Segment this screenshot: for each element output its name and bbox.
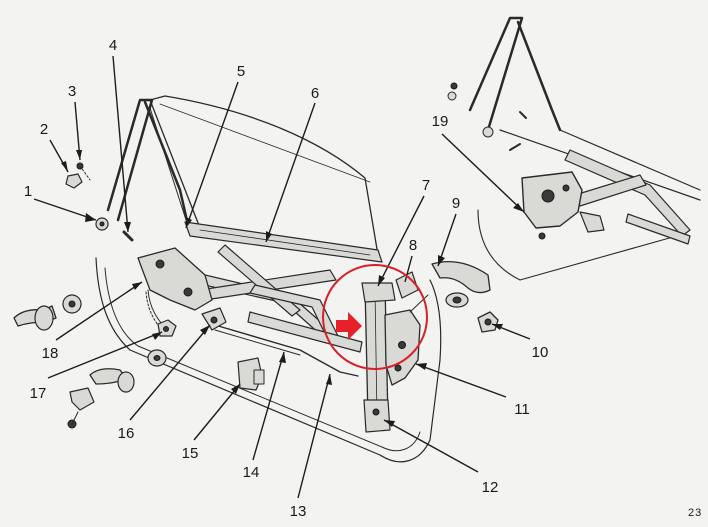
callout-10: 10 bbox=[532, 344, 549, 361]
lock-handle-bezel bbox=[117, 371, 135, 393]
window-frame-front bbox=[106, 98, 154, 222]
callout-2: 2 bbox=[40, 121, 48, 138]
callout-7: 7 bbox=[422, 177, 430, 194]
pull-handle bbox=[431, 261, 491, 294]
callout-5: 5 bbox=[237, 63, 245, 80]
inset-slot-link bbox=[625, 213, 691, 245]
callout-8: 8 bbox=[409, 237, 417, 254]
callout-16: 16 bbox=[118, 425, 135, 442]
callout-3: 3 bbox=[68, 83, 76, 100]
window-glass bbox=[149, 95, 379, 256]
window-frame-rear bbox=[143, 100, 190, 227]
callout-11: 11 bbox=[514, 401, 530, 418]
inset-door-outline bbox=[477, 209, 681, 281]
door-panel-outline bbox=[95, 257, 442, 463]
callout-1: 1 bbox=[24, 183, 32, 200]
callout-17: 17 bbox=[30, 385, 47, 402]
red-pointer-arrow bbox=[336, 312, 362, 340]
lower-clip bbox=[69, 387, 95, 411]
inset-window-frame bbox=[468, 16, 524, 132]
lower-channel-bracket bbox=[363, 399, 391, 433]
callout-12: 12 bbox=[482, 479, 499, 496]
callout-18: 18 bbox=[42, 345, 59, 362]
small-nut-2 bbox=[65, 173, 83, 189]
inset-pivot bbox=[482, 126, 494, 138]
regulator-cable bbox=[214, 324, 359, 377]
callout-4: 4 bbox=[109, 37, 117, 54]
regulator-sector-gear bbox=[137, 247, 213, 311]
guide-channel-top-block bbox=[361, 282, 396, 303]
door-inner-edge bbox=[104, 267, 421, 452]
inset-bracket bbox=[579, 211, 605, 233]
inset-small-nut-b bbox=[447, 91, 457, 101]
crank-bezel bbox=[34, 305, 54, 331]
callout-9: 9 bbox=[452, 195, 460, 212]
stud-4 bbox=[122, 230, 134, 242]
callout-6: 6 bbox=[311, 85, 319, 102]
callout-19: 19 bbox=[432, 113, 449, 130]
inset-small-nut-a bbox=[450, 82, 458, 90]
callout-14: 14 bbox=[243, 464, 260, 481]
leader-lines bbox=[33, 55, 531, 499]
callout-13: 13 bbox=[290, 503, 307, 520]
callout-labels: 1 2 3 4 5 6 7 8 9 10 11 12 13 14 15 16 1… bbox=[24, 37, 549, 520]
page-number: 23 bbox=[688, 507, 702, 519]
highlight-circle bbox=[322, 264, 428, 370]
leader-arrowheads bbox=[61, 150, 524, 427]
callout-15: 15 bbox=[182, 445, 199, 462]
